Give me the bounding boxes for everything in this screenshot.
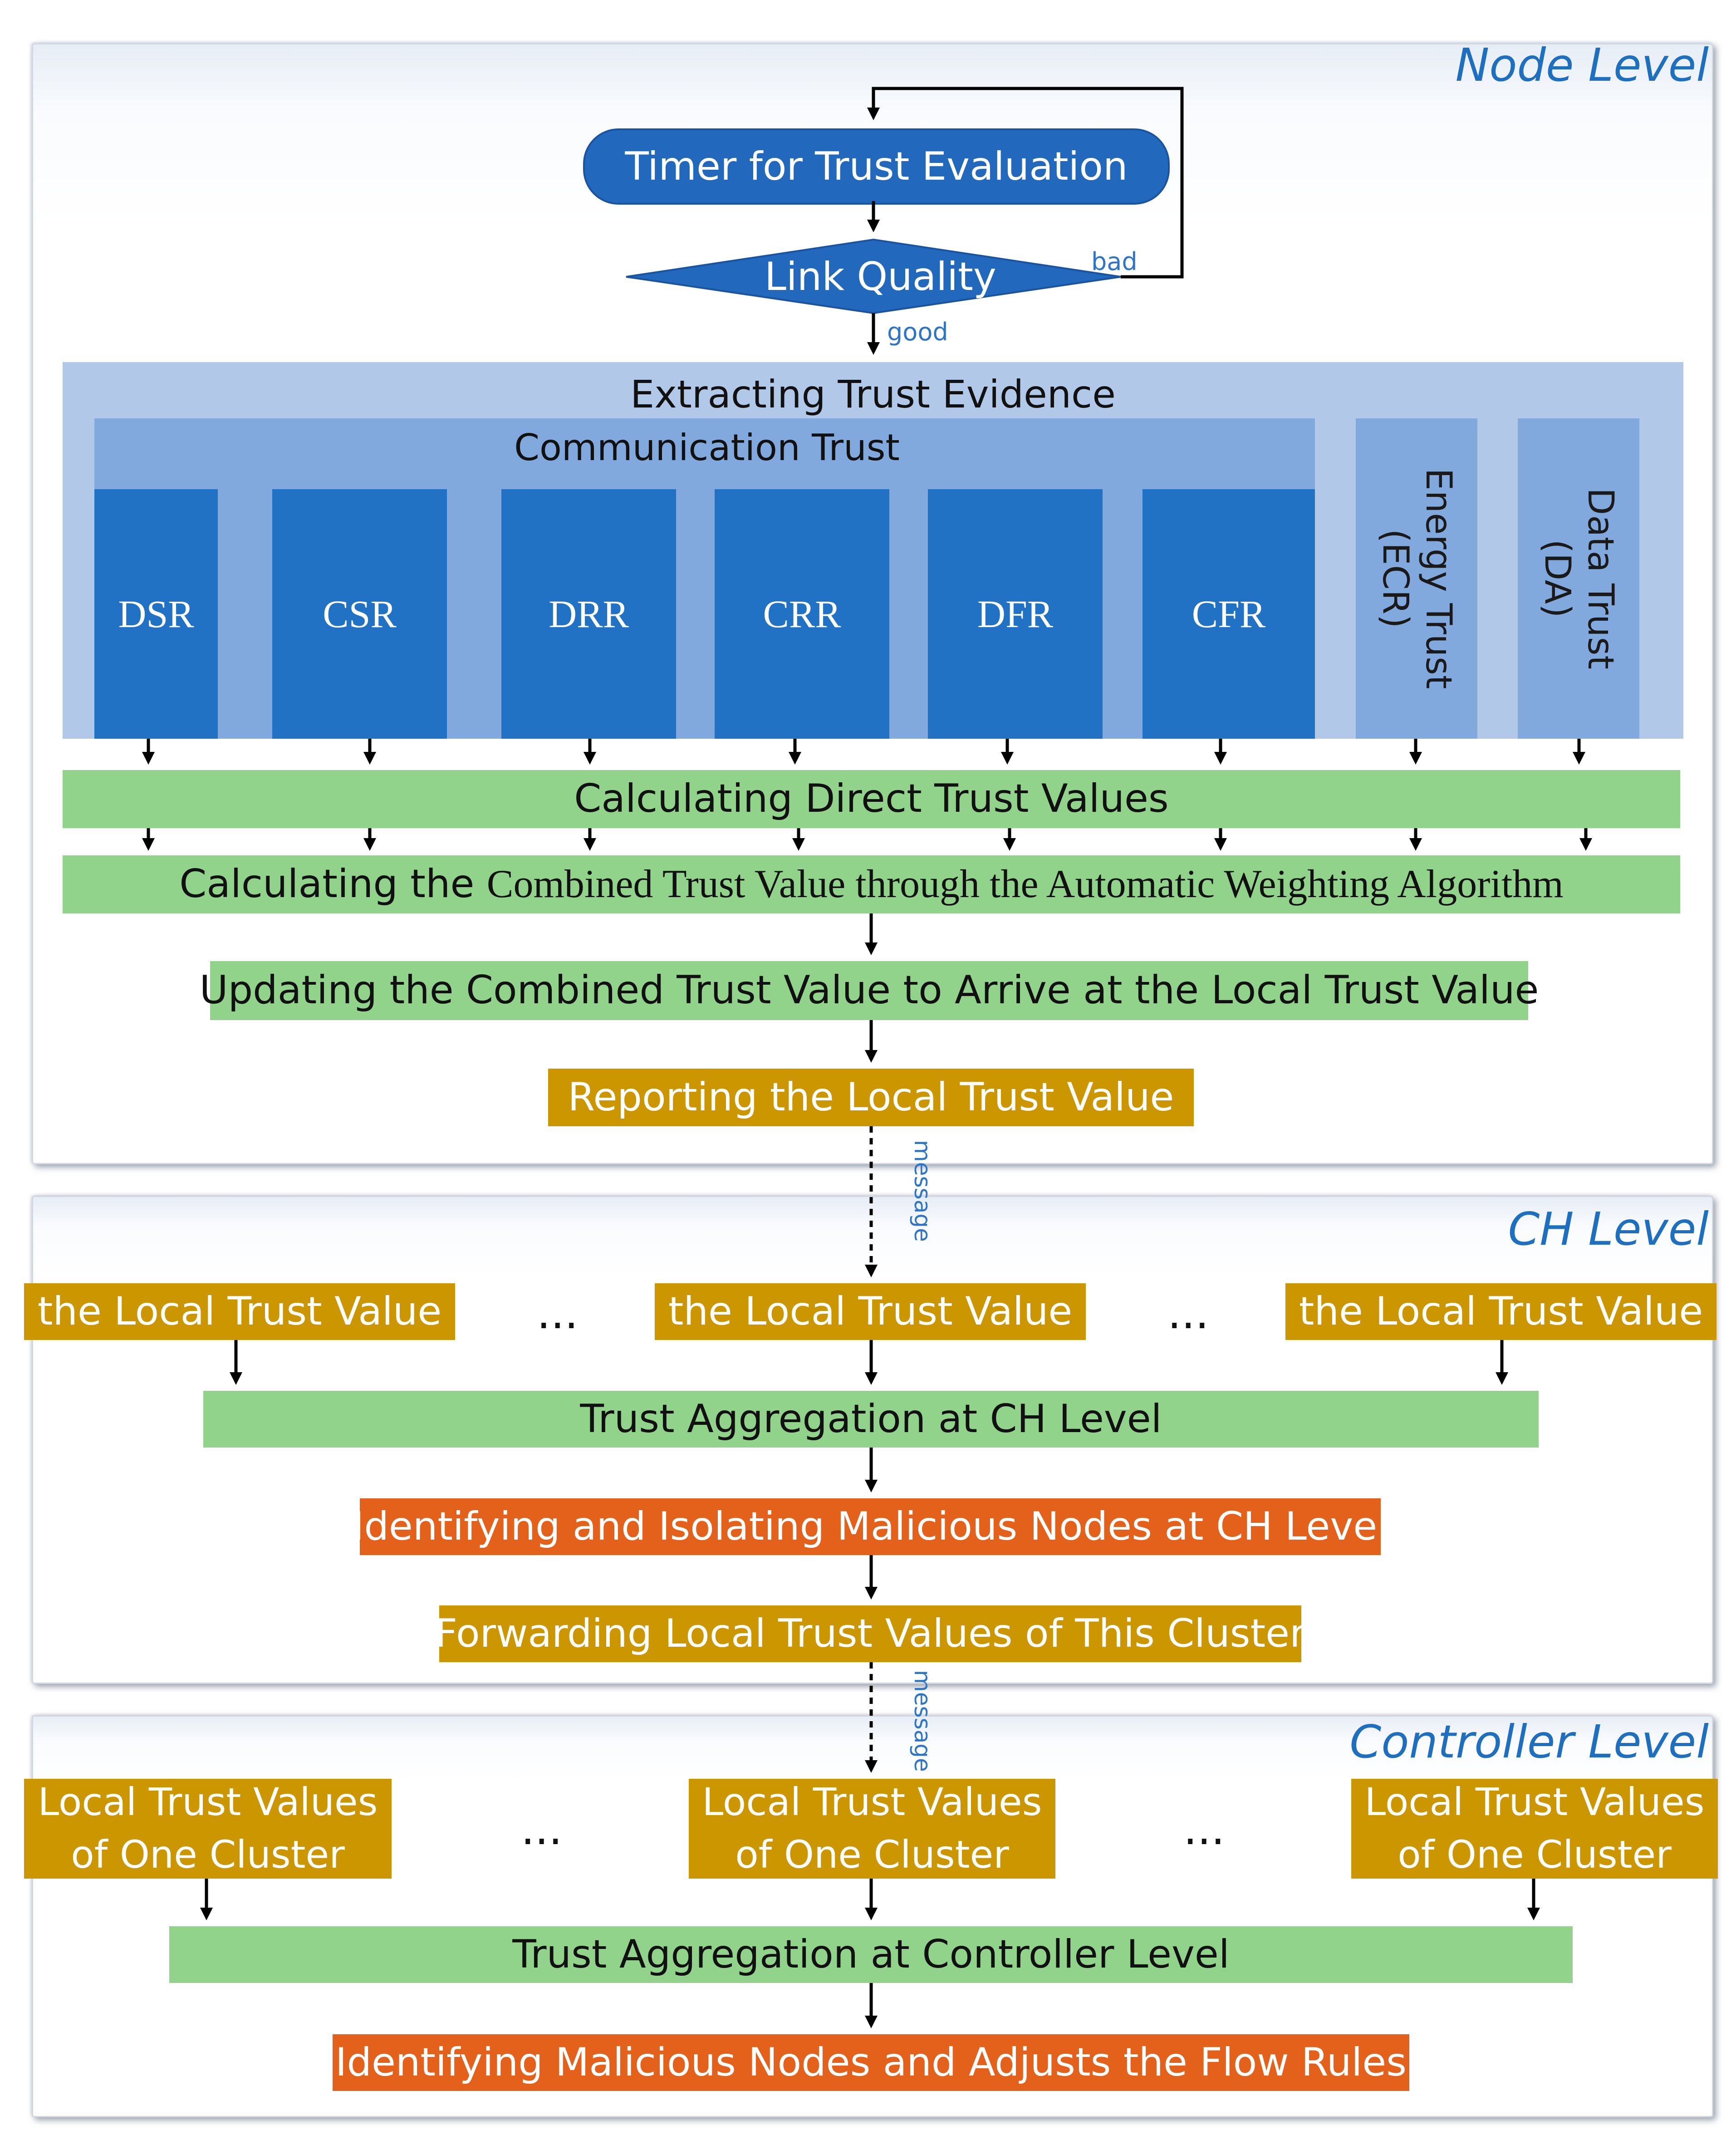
data-trust-label: Data Trust (DA): [1535, 488, 1622, 669]
cluster-values-2: Local Trust Values of One Cluster: [689, 1779, 1055, 1879]
cluster-values-3-line2: of One Cluster: [1398, 1832, 1672, 1877]
controller-identifying-box: Identifying Malicious Nodes and Adjusts …: [333, 2034, 1409, 2091]
controller-aggregation-box: Trust Aggregation at Controller Level: [169, 1926, 1573, 1983]
ch-aggregation-box: Trust Aggregation at CH Level: [203, 1391, 1539, 1448]
data-trust-box: Data Trust (DA): [1518, 418, 1639, 739]
ch-local-value-3: the Local Trust Value: [1285, 1283, 1716, 1340]
direct-trust-box: Calculating Direct Trust Values: [63, 770, 1680, 828]
data-trust-line1: Data Trust: [1580, 488, 1621, 669]
ch-level-title: CH Level: [1508, 1202, 1709, 1256]
ch-forwarding-box: Forwarding Local Trust Values of This Cl…: [435, 1605, 1305, 1662]
combined-trust-rest: Combined Trust Value through the Automat…: [486, 862, 1564, 906]
metric-crr: CRR: [715, 489, 889, 739]
cluster-values-2-line2: of One Cluster: [735, 1832, 1009, 1877]
metric-drr: DRR: [501, 489, 676, 739]
metric-dsr: DSR: [94, 489, 218, 739]
controller-ellipsis-2: ...: [1183, 1804, 1225, 1855]
ch-ellipsis-2: ...: [1167, 1288, 1209, 1339]
controller-level-title: Controller Level: [1349, 1715, 1709, 1768]
good-label: good: [887, 318, 948, 346]
energy-trust-box: Energy Trust (ECR): [1356, 418, 1477, 739]
combined-trust-box: Calculating the Combined Trust Value thr…: [63, 855, 1680, 913]
cluster-values-2-line1: Local Trust Values: [702, 1780, 1042, 1825]
message-label-2: message: [909, 1670, 936, 1772]
controller-ellipsis-1: ...: [521, 1804, 563, 1855]
node-level-title: Node Level: [1455, 39, 1709, 92]
data-trust-line2: (DA): [1537, 539, 1578, 618]
reporting-box: Reporting the Local Trust Value: [548, 1069, 1194, 1126]
cluster-values-3: Local Trust Values of One Cluster: [1351, 1779, 1718, 1879]
updating-box: Updating the Combined Trust Value to Arr…: [200, 961, 1539, 1020]
combined-trust-prefix: Calculating the: [179, 861, 487, 907]
ch-local-value-1: the Local Trust Value: [24, 1283, 455, 1340]
cluster-values-1-line1: Local Trust Values: [38, 1780, 378, 1825]
link-quality-label: Link Quality: [765, 254, 996, 299]
ch-identifying-box: Identifying and Isolating Malicious Node…: [353, 1498, 1388, 1555]
metric-dfr: DFR: [928, 489, 1103, 739]
communication-trust-title: Communication Trust: [514, 427, 900, 469]
cluster-values-1-line2: of One Cluster: [71, 1832, 345, 1877]
timer-box: Timer for Trust Evaluation: [583, 128, 1170, 205]
bad-label: bad: [1091, 247, 1138, 276]
metric-csr: CSR: [272, 489, 447, 739]
cluster-values-3-line1: Local Trust Values: [1364, 1780, 1705, 1825]
metric-cfr: CFR: [1143, 489, 1315, 739]
ch-ellipsis-1: ...: [537, 1288, 579, 1339]
message-label-1: message: [909, 1140, 936, 1242]
cluster-values-1: Local Trust Values of One Cluster: [24, 1779, 392, 1879]
ch-local-value-2: the Local Trust Value: [655, 1283, 1086, 1340]
energy-trust-line1: Energy Trust: [1418, 468, 1459, 689]
energy-trust-label: Energy Trust (ECR): [1373, 468, 1460, 689]
energy-trust-line2: (ECR): [1375, 529, 1416, 628]
extracting-evidence-title: Extracting Trust Evidence: [630, 372, 1116, 417]
